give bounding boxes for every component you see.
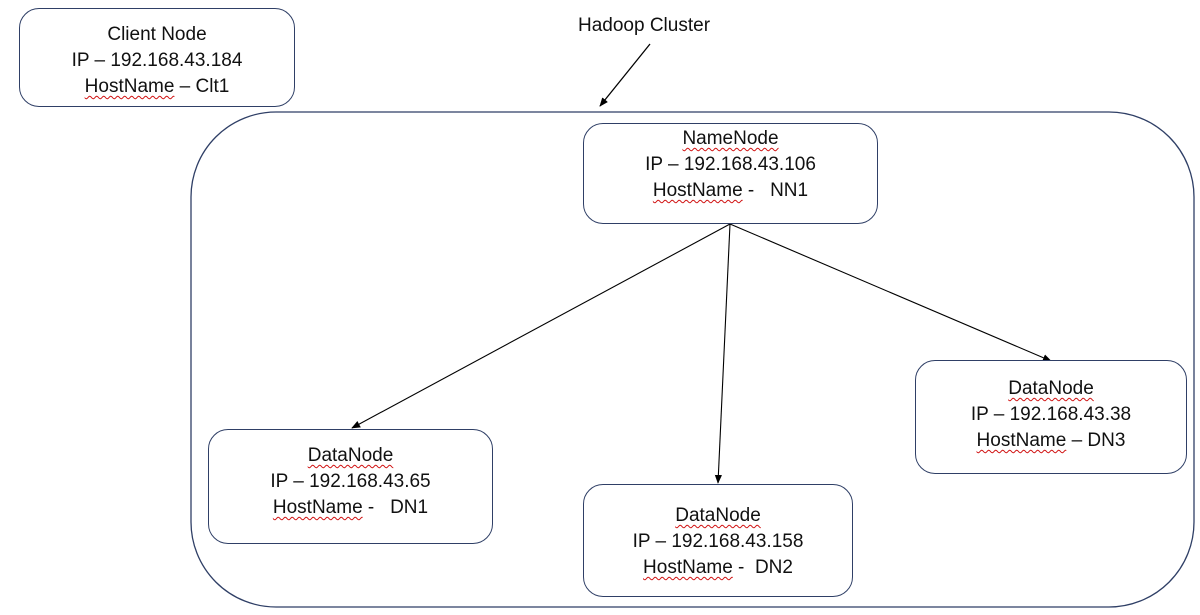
datanode-1-title: DataNode: [307, 445, 394, 466]
hostname-key: HostName: [652, 180, 743, 201]
datanode-2-hostname: HostName - DN2: [584, 555, 852, 581]
hostname-value: - DN1: [362, 497, 429, 518]
arrow-namenode-to-datanode-3: [729, 223, 1052, 362]
datanode-1-ip: IP – 192.168.43.65: [270, 471, 431, 492]
hadoop-cluster-boundary: [190, 111, 1195, 608]
namenode-title: NameNode: [682, 128, 779, 149]
namenode-hostname: HostName - NN1: [584, 178, 877, 204]
hostname-value: - DN2: [732, 557, 793, 578]
datanode-3-box[interactable]: DataNode IP – 192.168.43.38 HostName – D…: [915, 360, 1187, 474]
datanode-2-title: DataNode: [675, 505, 761, 526]
client-node-ip: IP – 192.168.43.184: [71, 50, 243, 71]
datanode-3-hostname: HostName – DN3: [916, 428, 1186, 454]
cluster-label-pointer-arrow: [599, 43, 651, 107]
datanode-1-hostname: HostName - DN1: [209, 495, 492, 521]
arrow-namenode-to-datanode-1: [351, 223, 731, 429]
hostname-value: – Clt1: [174, 76, 230, 97]
datanode-2-box[interactable]: DataNode IP – 192.168.43.158 HostName - …: [583, 484, 853, 597]
cluster-label: Hadoop Cluster: [578, 15, 711, 36]
client-node-title: Client Node: [107, 24, 207, 45]
namenode-box[interactable]: NameNode IP – 192.168.43.106 HostName - …: [583, 123, 878, 224]
datanode-2-ip: IP – 192.168.43.158: [632, 531, 804, 552]
datanode-3-title: DataNode: [1008, 378, 1094, 399]
datanode-3-ip: IP – 192.168.43.38: [970, 404, 1132, 425]
arrow-namenode-to-datanode-2: [714, 223, 731, 484]
hostname-key: HostName: [976, 430, 1067, 451]
datanode-1-box[interactable]: DataNode IP – 192.168.43.65 HostName - D…: [208, 429, 493, 544]
client-node-hostname: HostName – Clt1: [20, 74, 294, 100]
client-node-box[interactable]: Client Node IP – 192.168.43.184 HostName…: [19, 8, 295, 107]
hostname-key: HostName: [272, 497, 363, 518]
hostname-value: – DN3: [1066, 430, 1126, 451]
hostname-key: HostName: [643, 557, 733, 578]
namenode-ip: IP – 192.168.43.106: [645, 154, 816, 175]
hostname-value: - NN1: [742, 180, 809, 201]
hostname-key: HostName: [84, 76, 175, 97]
